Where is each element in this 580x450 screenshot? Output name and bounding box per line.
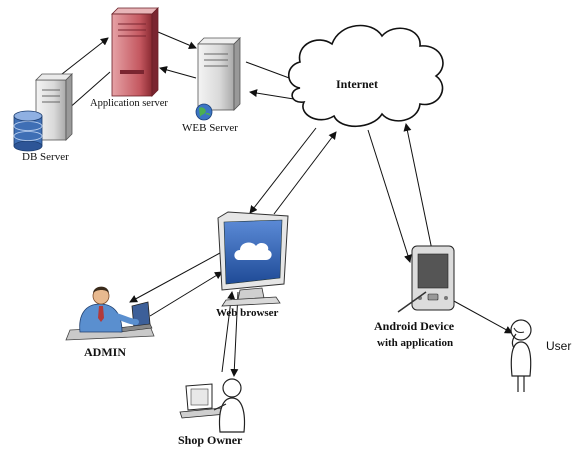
admin-person-icon — [65, 286, 155, 341]
arrow-android-to-internet — [403, 123, 433, 251]
db-server-label: DB Server — [22, 151, 69, 163]
web-server-icon — [195, 37, 241, 121]
monitor-icon — [217, 211, 289, 307]
arrow-android-to-user — [451, 299, 513, 334]
arrow-browser-to-internet — [273, 131, 337, 215]
arrow-browser-to-shopowner — [230, 291, 239, 377]
app-server-icon — [111, 7, 159, 97]
shop-owner-icon — [179, 378, 246, 433]
arrow-internet-to-android — [367, 129, 412, 263]
app-server-label: Application server — [90, 98, 168, 109]
internet-label: Internet — [336, 77, 378, 91]
admin-label: ADMIN — [84, 345, 126, 359]
web-server-label: WEB Server — [182, 122, 238, 134]
arrow-admin-to-browser — [149, 271, 223, 317]
user-label: User — [546, 339, 571, 353]
arrow-app-to-web — [157, 31, 197, 49]
android-device-label-line1: Android Device — [374, 319, 455, 333]
arrow-web-to-app — [159, 66, 197, 79]
user-icon — [510, 319, 532, 392]
cloud-icon — [287, 24, 444, 127]
arrow-internet-to-web — [249, 89, 301, 101]
arrow-browser-to-admin — [129, 252, 221, 303]
web-browser-label: Web browser — [216, 307, 279, 319]
arrow-internet-to-browser — [249, 127, 317, 214]
android-device-label-line2: with application — [377, 337, 453, 349]
android-device-icon — [397, 245, 455, 313]
shop-owner-label: Shop Owner — [178, 433, 243, 447]
database-icon — [13, 73, 73, 152]
